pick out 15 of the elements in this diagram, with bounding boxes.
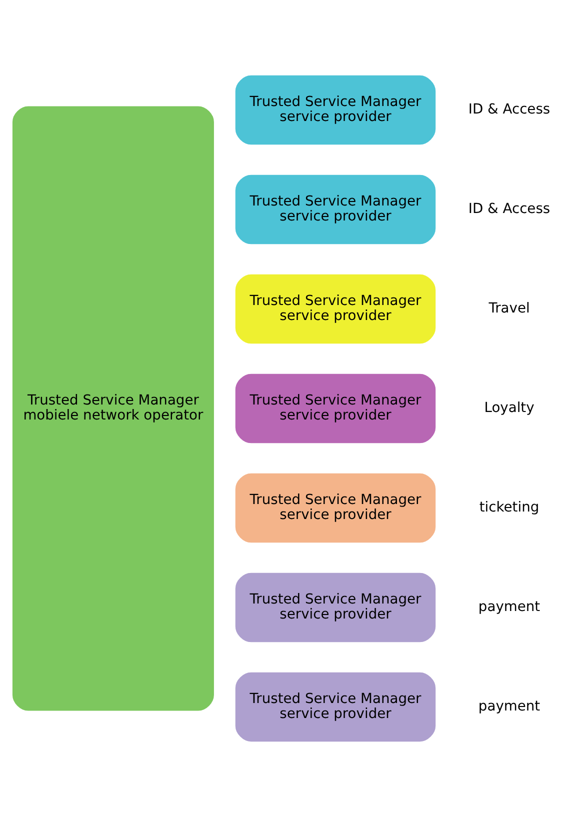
node-box: Trusted Service Manager service provider <box>235 572 436 642</box>
node-label: ticketing <box>479 499 540 516</box>
node-box: Trusted Service Manager service provider <box>235 672 436 742</box>
node-label: ID & Access <box>468 101 550 118</box>
node-label: Loyalty <box>484 400 534 416</box>
node-label: payment <box>478 698 540 714</box>
node-label: payment <box>478 598 540 614</box>
node-box: Trusted Service Manager service provider <box>235 472 436 542</box>
node-box: Trusted Service Manager service provider <box>235 274 436 344</box>
node-box: Trusted Service Manager mobiele network operator <box>12 106 214 710</box>
node-label: ID & Access <box>468 200 550 217</box>
node-box: Trusted Service Manager service provider <box>235 74 436 144</box>
node-box: Trusted Service Manager service provider <box>235 174 436 244</box>
node-box: Trusted Service Manager service provider <box>235 373 436 443</box>
node-label: Travel <box>488 300 530 316</box>
